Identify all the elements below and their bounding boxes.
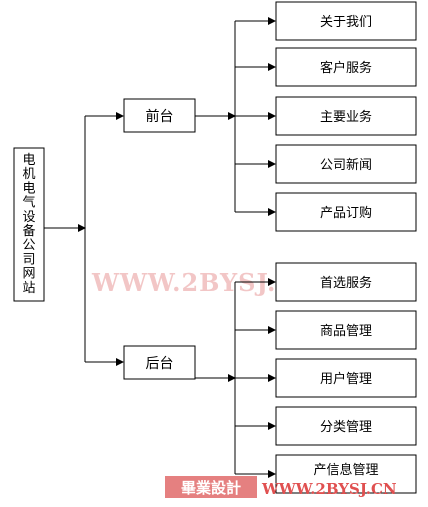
root-node	[13, 147, 45, 302]
footer-url-text: WWW.2BYSJ.CN	[261, 480, 397, 498]
leaf-node	[275, 47, 417, 87]
leaf-label: 主要业务	[320, 109, 372, 125]
leaf-label: 公司新闻	[320, 157, 372, 173]
root-node-label: 电机电气设备公司网站	[22, 153, 35, 296]
leaf-node	[275, 454, 417, 494]
leaf-label: 用户管理	[320, 371, 372, 387]
branch-label-frontend: 前台	[146, 108, 174, 125]
leaf-label: 首选服务	[320, 275, 372, 291]
leaf-node	[275, 310, 417, 350]
leaf-label: 产品订购	[320, 205, 372, 221]
leaf-node	[275, 262, 417, 302]
leaf-node	[275, 406, 417, 446]
leaf-label: 分类管理	[320, 420, 372, 435]
leaf-node	[275, 1, 417, 41]
footer-brand-bg	[165, 476, 257, 498]
footer-watermark: 畢業設計 WWW.2BYSJ.CN	[165, 476, 397, 498]
root-node-text: 电机电气设备公司网站	[22, 153, 35, 296]
branch-node-backend	[123, 345, 196, 380]
leaf-label: 产信息管理	[313, 462, 378, 478]
leaf-node	[275, 192, 417, 232]
leaf-node	[275, 358, 417, 398]
leaf-node	[275, 96, 417, 136]
connector-lines	[44, 17, 276, 478]
leaf-label: 客户服务	[320, 60, 372, 76]
leaf-label: 商品管理	[320, 324, 372, 339]
leaf-label: 关于我们	[320, 15, 372, 30]
branch-label-backend: 后台	[146, 356, 174, 372]
leaf-node	[275, 144, 417, 184]
footer-brand-text: 畢業設計	[181, 479, 241, 497]
branch-node-frontend	[123, 98, 196, 133]
